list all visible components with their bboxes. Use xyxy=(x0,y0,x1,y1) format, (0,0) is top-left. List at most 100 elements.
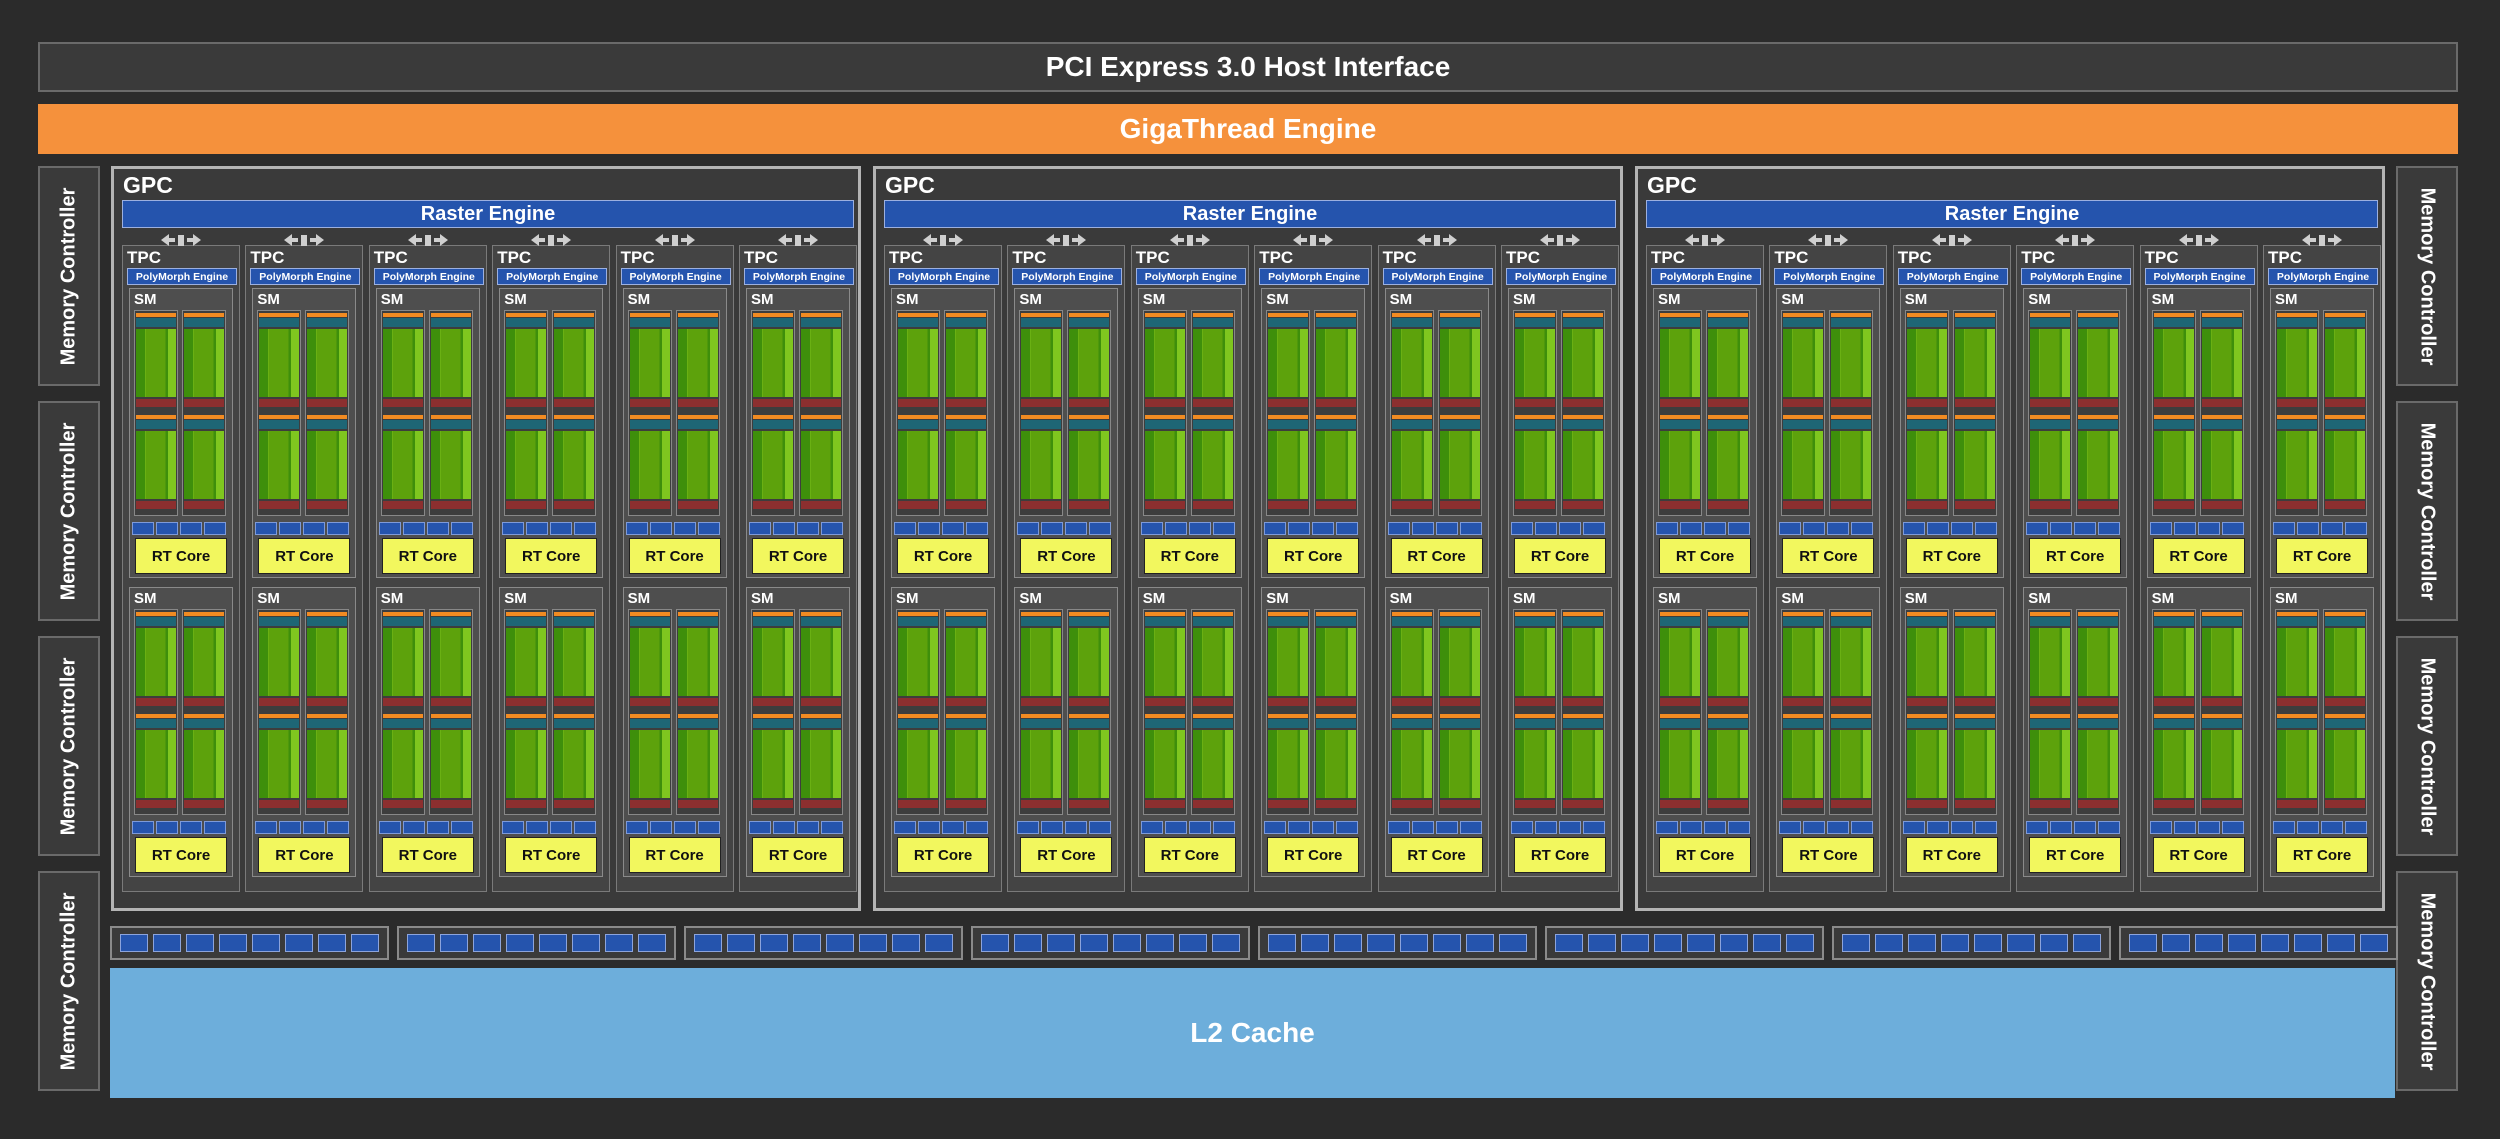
sm-quadrant xyxy=(1391,415,1432,514)
dispatch-unit xyxy=(1069,420,1110,429)
memory-partition-unit xyxy=(892,934,920,952)
sm-quadrant xyxy=(1563,415,1603,514)
cuda-cores xyxy=(259,730,300,798)
dispatch-unit xyxy=(2078,420,2119,429)
cuda-cores xyxy=(506,730,547,798)
sm-quadrant xyxy=(1144,612,1185,711)
rt-core: RT Core xyxy=(897,837,989,873)
memory-partition-unit xyxy=(2327,934,2355,952)
dispatch-unit xyxy=(1021,318,1062,327)
sm-quadrant xyxy=(2153,714,2194,813)
dispatch-unit xyxy=(629,420,670,429)
sm-unit xyxy=(1902,821,1925,834)
warp-scheduler xyxy=(1268,612,1309,616)
sm-quadrant xyxy=(753,415,793,514)
warp-scheduler xyxy=(2277,612,2317,616)
sm-quadrant xyxy=(554,415,595,514)
sm-processing-block xyxy=(1266,310,1311,516)
cuda-cores xyxy=(554,730,595,798)
sm-unit xyxy=(2273,821,2295,834)
register-file xyxy=(2201,800,2242,808)
dispatch-unit xyxy=(753,420,793,429)
dispatch-unit xyxy=(1660,318,1700,327)
tpc-label: TPC xyxy=(620,248,655,267)
cuda-cores xyxy=(1906,329,1947,397)
tpc-label: TPC xyxy=(250,248,285,267)
sm-load-store-units xyxy=(1656,821,1752,835)
cuda-cores xyxy=(1144,730,1185,798)
sm-unit xyxy=(1041,821,1064,834)
warp-scheduler xyxy=(898,612,938,616)
warp-scheduler xyxy=(1831,714,1872,718)
cuda-cores xyxy=(1439,431,1480,499)
warp-scheduler xyxy=(1515,714,1555,718)
raster-engine: Raster Engine xyxy=(884,200,1616,228)
cuda-cores xyxy=(1268,431,1309,499)
sm-unit xyxy=(1728,522,1750,535)
cuda-cores xyxy=(2201,730,2242,798)
register-file xyxy=(2030,501,2071,509)
sm-processing-block xyxy=(1314,310,1359,516)
register-file xyxy=(1906,800,1947,808)
warp-scheduler xyxy=(2325,714,2365,718)
cuda-cores xyxy=(1906,730,1947,798)
bidirectional-arrow-icon xyxy=(921,233,965,252)
dispatch-unit xyxy=(554,318,595,327)
sm-quadrant xyxy=(184,415,224,514)
sm-quadrant xyxy=(1515,415,1555,514)
register-file xyxy=(1708,399,1748,407)
sm-unit xyxy=(1827,821,1850,834)
sm-unit xyxy=(426,821,449,834)
bidirectional-arrow-icon xyxy=(1168,233,1212,252)
sm-processing-block xyxy=(257,310,302,516)
sm-quadrant xyxy=(430,415,471,514)
sm-unit xyxy=(1459,522,1482,535)
sm-processing-block xyxy=(1952,310,1997,516)
register-file xyxy=(554,698,595,706)
warp-scheduler xyxy=(801,612,841,616)
bidirectional-arrow-icon xyxy=(1044,233,1088,252)
warp-scheduler xyxy=(2078,612,2119,616)
sm-quadrant xyxy=(1391,313,1432,412)
register-file xyxy=(382,501,423,509)
cuda-cores xyxy=(1391,329,1432,397)
memory-partition-unit xyxy=(2228,934,2256,952)
sm-quadrant xyxy=(898,714,938,813)
warp-scheduler xyxy=(506,714,547,718)
register-file xyxy=(2201,698,2242,706)
memory-partition-unit xyxy=(1941,934,1969,952)
cuda-cores xyxy=(184,628,224,696)
sm-quadrant xyxy=(1783,714,1824,813)
register-file xyxy=(382,399,423,407)
sm-unit xyxy=(749,821,771,834)
sm-quadrant xyxy=(1144,714,1185,813)
memory-partition-unit xyxy=(1433,934,1461,952)
dispatch-unit xyxy=(1316,318,1357,327)
dispatch-unit xyxy=(1563,719,1603,728)
dispatch-unit xyxy=(184,617,224,626)
sm-quadrant xyxy=(2201,714,2242,813)
memory-controller-label: Memory Controller xyxy=(57,657,80,835)
sm-quadrant xyxy=(1708,714,1748,813)
bidirectional-arrow-icon xyxy=(529,233,573,252)
dispatch-unit xyxy=(1192,420,1233,429)
sm-unit xyxy=(1583,821,1605,834)
tpc-label: TPC xyxy=(2144,248,2179,267)
warp-scheduler xyxy=(898,313,938,317)
cuda-cores xyxy=(2201,628,2242,696)
sm-unit xyxy=(821,821,843,834)
dispatch-unit xyxy=(1268,420,1309,429)
warp-scheduler xyxy=(753,415,793,419)
sm-unit xyxy=(1411,821,1434,834)
sm-load-store-units xyxy=(1264,522,1360,536)
warp-scheduler xyxy=(1660,313,1700,317)
sm-processing-block xyxy=(675,609,720,815)
sm-load-store-units xyxy=(749,522,845,536)
rt-core: RT Core xyxy=(2029,837,2122,873)
l2-cache-label: L2 Cache xyxy=(1190,1017,1315,1048)
